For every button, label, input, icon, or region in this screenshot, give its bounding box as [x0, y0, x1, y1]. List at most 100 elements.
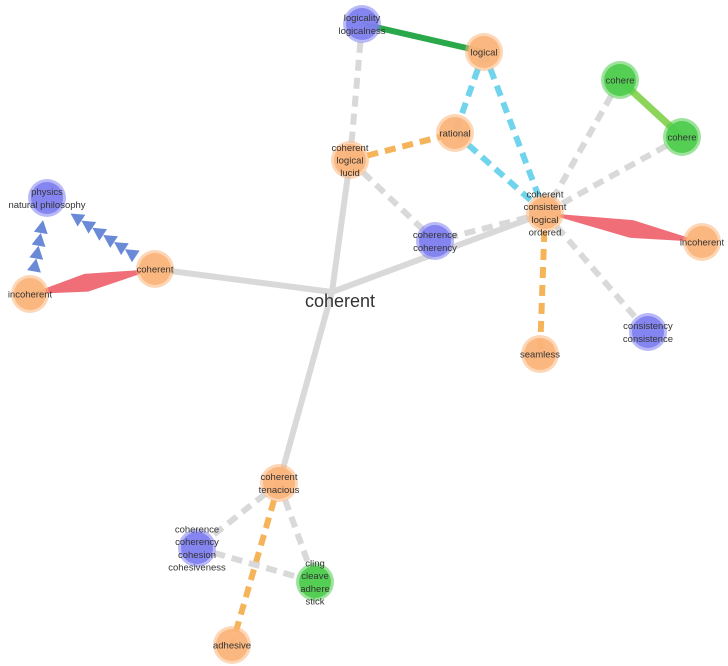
edge-incoherent_l-physics: [27, 220, 48, 273]
node-circle-core: [419, 225, 451, 257]
node-label: physics: [31, 187, 63, 198]
arrow-head: [27, 258, 41, 273]
node-label: tenacious: [259, 485, 300, 496]
node-label: coherent: [137, 265, 174, 276]
node-circle-core: [439, 117, 471, 149]
edge-center-coherent_l: [152, 266, 335, 295]
edge-hub-seamless: [537, 212, 548, 355]
node-label: coherent: [332, 143, 369, 154]
node-label: adhere: [300, 584, 330, 595]
node-logicality[interactable]: [343, 5, 381, 43]
node-circle-core: [263, 467, 295, 499]
node-circle-core: [666, 121, 698, 153]
node-label: coherence: [413, 230, 457, 241]
node-label: ordered: [529, 227, 562, 238]
node-circle-core: [216, 629, 248, 661]
edge-center-cll: [329, 157, 353, 295]
node-label: coherency: [175, 537, 219, 548]
edge-logicality-logical_top: [361, 21, 485, 55]
arrow-head: [92, 227, 108, 241]
node-coherent_l[interactable]: [136, 250, 174, 288]
node-circle-core: [139, 253, 171, 285]
node-circle-core: [346, 8, 378, 40]
node-circle-core: [604, 64, 636, 96]
arrow-head: [70, 213, 86, 227]
node-label: rational: [439, 129, 470, 140]
node-label: cohesion: [178, 550, 216, 561]
arrow-head: [81, 220, 97, 234]
node-circle-core: [468, 36, 500, 68]
node-label: coherent: [261, 472, 298, 483]
arrow-head: [31, 232, 46, 247]
node-label: seamless: [520, 350, 560, 361]
node-cling[interactable]: [296, 563, 334, 601]
node-coherence2[interactable]: [178, 529, 216, 567]
node-circle-core: [632, 316, 664, 348]
node-rational[interactable]: [436, 114, 474, 152]
node-label: coherence: [175, 525, 219, 536]
node-label: consistence: [623, 334, 673, 345]
node-label: cohere: [667, 133, 696, 144]
labels-layer: logicality logicalness logical rational cohe…: [8, 13, 725, 651]
edge-tenacious-adhesive: [229, 482, 282, 646]
node-label: cohesiveness: [168, 562, 226, 573]
edge-logicality-cll: [347, 23, 365, 161]
edge-rational-hub: [453, 130, 547, 216]
nodes-layer: [11, 5, 721, 664]
node-label: lucid: [340, 168, 360, 179]
edge-center-tenacious: [276, 289, 335, 486]
node-label: incoherent: [680, 238, 725, 249]
node-circle-core: [299, 566, 331, 598]
edge-coherence2-cling: [196, 545, 316, 585]
node-label: logical: [337, 156, 364, 167]
node-label: consistency: [623, 321, 673, 332]
node-physics[interactable]: [28, 179, 66, 217]
node-label: coherency: [413, 243, 457, 254]
node-circle-core: [14, 278, 46, 310]
node-coherence1[interactable]: [416, 222, 454, 260]
node-circle-core: [31, 182, 63, 214]
edge-cll-coherence1: [347, 157, 438, 244]
arrow-head: [33, 220, 48, 235]
node-logical_top[interactable]: [465, 33, 503, 71]
node-label: stick: [306, 596, 325, 607]
node-cll[interactable]: [331, 141, 369, 179]
node-circle-core: [524, 338, 556, 370]
node-cohere2[interactable]: [663, 118, 701, 156]
node-incoherent_r[interactable]: [683, 223, 721, 261]
node-incoherent_l[interactable]: [11, 275, 49, 313]
arrow-head: [103, 234, 118, 248]
node-label: cohere: [605, 76, 634, 87]
node-cohere1[interactable]: [601, 61, 639, 99]
node-label: consistent: [524, 202, 567, 213]
node-label: cling: [305, 559, 325, 570]
node-circle-core: [334, 144, 366, 176]
arrow-head: [114, 242, 129, 256]
node-circle-core: [686, 226, 718, 258]
node-label: incoherent: [8, 290, 53, 301]
node-consistency[interactable]: [629, 313, 667, 351]
center-word-label[interactable]: coherent: [305, 291, 375, 311]
node-label: coherent: [527, 190, 564, 201]
node-label: logicalness: [339, 26, 386, 37]
edge-logical_top-hub: [481, 50, 548, 215]
node-seamless[interactable]: [521, 335, 559, 373]
node-circle-core: [181, 532, 213, 564]
edge-logical_top-rational: [452, 50, 487, 135]
edge-hub-incoherent_r: [545, 213, 702, 242]
node-tenacious[interactable]: [260, 464, 298, 502]
node-hub[interactable]: [526, 194, 564, 232]
node-label: logicality: [344, 13, 381, 24]
node-label: cleave: [301, 571, 328, 582]
node-adhesive[interactable]: [213, 626, 251, 664]
edge-coherent_l-physics: [70, 213, 140, 263]
node-label: logical: [532, 215, 559, 226]
node-circle-core: [529, 197, 561, 229]
edge-cohere2-hub: [543, 134, 684, 216]
edges-layer: [27, 21, 702, 646]
edge-cohere1-hub: [542, 78, 623, 215]
edge-hub-consistency: [542, 211, 651, 334]
node-label: natural philosophy: [8, 200, 85, 211]
node-label: adhesive: [213, 641, 251, 652]
